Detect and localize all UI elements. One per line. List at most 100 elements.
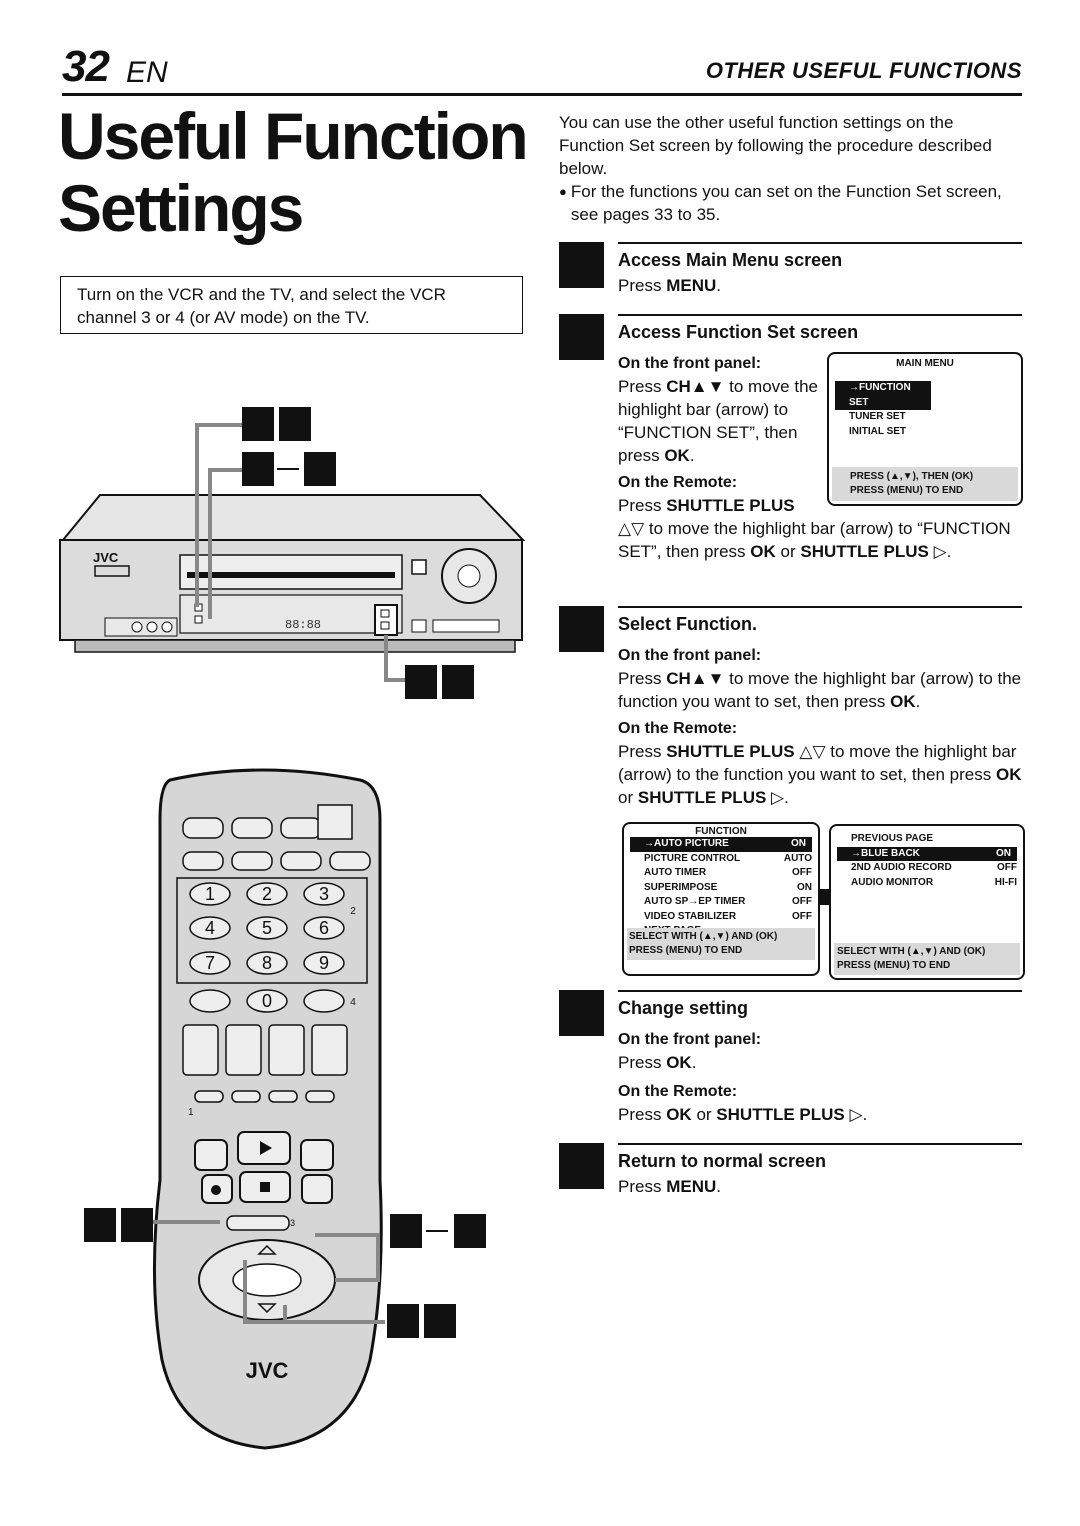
step-2: Access Function Set screen On the front … — [559, 314, 1023, 594]
osd-item-function-set: →FUNCTION SET — [835, 381, 931, 410]
osd-footer-line-2: PRESS (MENU) TO END — [629, 945, 743, 956]
page-title: Useful Function Settings — [58, 100, 538, 244]
step-4-front-end: . — [691, 1053, 697, 1072]
front-panel-label: On the front panel: — [618, 647, 762, 664]
step-4-remote-end: ▷. — [849, 1105, 868, 1124]
osd-function-name: AUTO SP→EP TIMER — [644, 896, 746, 907]
step-5-title: Return to normal screen — [618, 1151, 827, 1171]
osd-item-label: INITIAL SET — [849, 425, 907, 437]
step-1-body: Access Main Menu screen Press MENU. — [618, 248, 1022, 297]
osd-function-value: OFF — [997, 862, 1017, 873]
step-2-remote-text2: △▽ to move the highlight bar (arrow) to … — [618, 519, 1011, 561]
digit-9: 9 — [319, 953, 329, 973]
step-4-body: Change setting On the front panel: Press… — [618, 996, 1022, 1126]
step-3-remote-key3: SHUTTLE PLUS — [637, 788, 767, 807]
step-2-front-text1: Press — [618, 377, 662, 396]
intro-paragraph: You can use the other useful function se… — [559, 113, 992, 178]
step-number-box — [559, 990, 604, 1036]
osd-function-value: ON — [797, 881, 812, 893]
osd-function-value: AUTO — [783, 852, 812, 864]
digit-8: 8 — [262, 953, 272, 973]
step-3: Select Function. On the front panel: Pre… — [559, 606, 1025, 984]
mark-2: 2 — [350, 906, 356, 917]
vcr-display: 88:88 — [285, 618, 321, 632]
step-1-key: MENU — [666, 276, 717, 295]
step-1: Access Main Menu screen Press MENU. — [559, 242, 1022, 302]
step-number-box — [559, 1143, 604, 1189]
osd-function-name: 2ND AUDIO RECORD — [851, 862, 952, 873]
step-3-remote-text3: or — [618, 788, 634, 807]
step-2-remote-text3: or — [780, 542, 796, 561]
osd-item-initial-set: INITIAL SET — [829, 425, 1021, 440]
prerequisite-box: Turn on the VCR and the TV, and select t… — [60, 276, 523, 334]
step-3-remote-text1: Press — [618, 742, 662, 761]
page-language: EN — [126, 56, 168, 89]
osd-footer-line-1: PRESS (▲,▼), THEN (OK) — [850, 471, 974, 482]
osd-item-tuner-set: TUNER SET — [829, 410, 1021, 425]
step-2-front-key1: CH▲▼ — [666, 377, 725, 396]
osd-function-value: ON — [996, 847, 1011, 859]
step-number-box — [559, 314, 604, 360]
step-2-front-end: . — [689, 446, 695, 465]
step-5: Return to normal screen Press MENU. — [559, 1143, 1022, 1203]
osd-footer: SELECT WITH (▲,▼) AND (OK) PRESS (MENU) … — [834, 943, 1020, 975]
osd-function-name: AUTO TIMER — [644, 867, 707, 878]
step-2-remote-end: ▷. — [933, 542, 952, 561]
step-4-title: Change setting — [618, 998, 749, 1018]
osd-function-value: ON — [791, 838, 806, 849]
front-panel-label: On the front panel: — [618, 355, 762, 372]
mark-4: 4 — [350, 997, 356, 1008]
remote-label: On the Remote: — [618, 474, 738, 491]
main-menu-screen: MAIN MENU →FUNCTION SET TUNER SET INITIA… — [827, 352, 1023, 506]
step-5-after: . — [716, 1177, 721, 1196]
step-2-remote-text1: Press — [618, 496, 662, 515]
osd-function-name: VIDEO STABILIZER — [644, 910, 737, 922]
step-number-box — [559, 606, 604, 652]
mark-1: 1 — [188, 1107, 194, 1118]
step-2-remote-key2: OK — [750, 542, 776, 561]
step-2-remote-key1: SHUTTLE PLUS — [666, 496, 795, 515]
step-2-remote-key3: SHUTTLE PLUS — [800, 542, 929, 561]
osd-title: PREVIOUS PAGE — [851, 833, 934, 844]
step-4-remote-text2: or — [696, 1105, 712, 1124]
remote-label: On the Remote: — [618, 720, 738, 737]
osd-function-name: AUDIO MONITOR — [851, 876, 934, 888]
osd-footer-line-2: PRESS (MENU) TO END — [850, 485, 964, 496]
step-3-front-key2: OK — [890, 692, 916, 711]
intro-bullet-text: For the functions you can set on the Fun… — [570, 182, 1002, 224]
digit-2: 2 — [262, 884, 272, 904]
vcr-brand: JVC — [93, 550, 119, 565]
osd-function-row: →AUTO PICTURE ON — [630, 837, 812, 852]
step-3-remote-key1: SHUTTLE PLUS — [666, 742, 795, 761]
osd-footer: PRESS (▲,▼), THEN (OK) PRESS (MENU) TO E… — [832, 467, 1018, 501]
step-2-front-text2: to move the highlight bar (arrow) to “FU… — [618, 377, 818, 465]
step-3-remote-key2: OK — [995, 765, 1022, 784]
step-4-remote-text: Press — [618, 1105, 662, 1124]
osd-function-row: AUTO SP→EP TIMER OFF — [624, 895, 818, 910]
osd-item-label: TUNER SET — [849, 411, 906, 422]
digit-4: 4 — [205, 918, 215, 938]
digit-6: 6 — [319, 918, 329, 938]
step-rule — [618, 242, 1022, 244]
osd-title: FUNCTION — [695, 826, 747, 837]
osd-function-name: →AUTO PICTURE — [644, 838, 729, 849]
page-number: 32 — [62, 42, 110, 91]
step-5-body: Return to normal screen Press MENU. — [618, 1149, 1022, 1198]
remote-illustration: 1 2 3 4 5 6 7 8 9 0 2 4 1 3 — [84, 768, 486, 1450]
osd-previous-page: PREVIOUS PAGE — [831, 832, 1023, 847]
step-3-front-text2: to move the highlight bar (arrow) to the… — [618, 669, 1022, 711]
step-3-remote-end: ▷. — [771, 788, 789, 807]
osd-function-value: OFF — [792, 896, 812, 907]
osd-function-name: PICTURE CONTROL — [644, 852, 741, 864]
osd-function-value: HI-FI — [994, 876, 1017, 888]
digit-1: 1 — [205, 884, 215, 904]
step-3-front-text1: Press — [618, 669, 662, 688]
digit-5: 5 — [262, 918, 272, 938]
step-3-front-key1: CH▲▼ — [666, 669, 725, 688]
title-line-1: Useful Function — [58, 99, 529, 173]
osd-footer: SELECT WITH (▲,▼) AND (OK) PRESS (MENU) … — [627, 928, 815, 960]
